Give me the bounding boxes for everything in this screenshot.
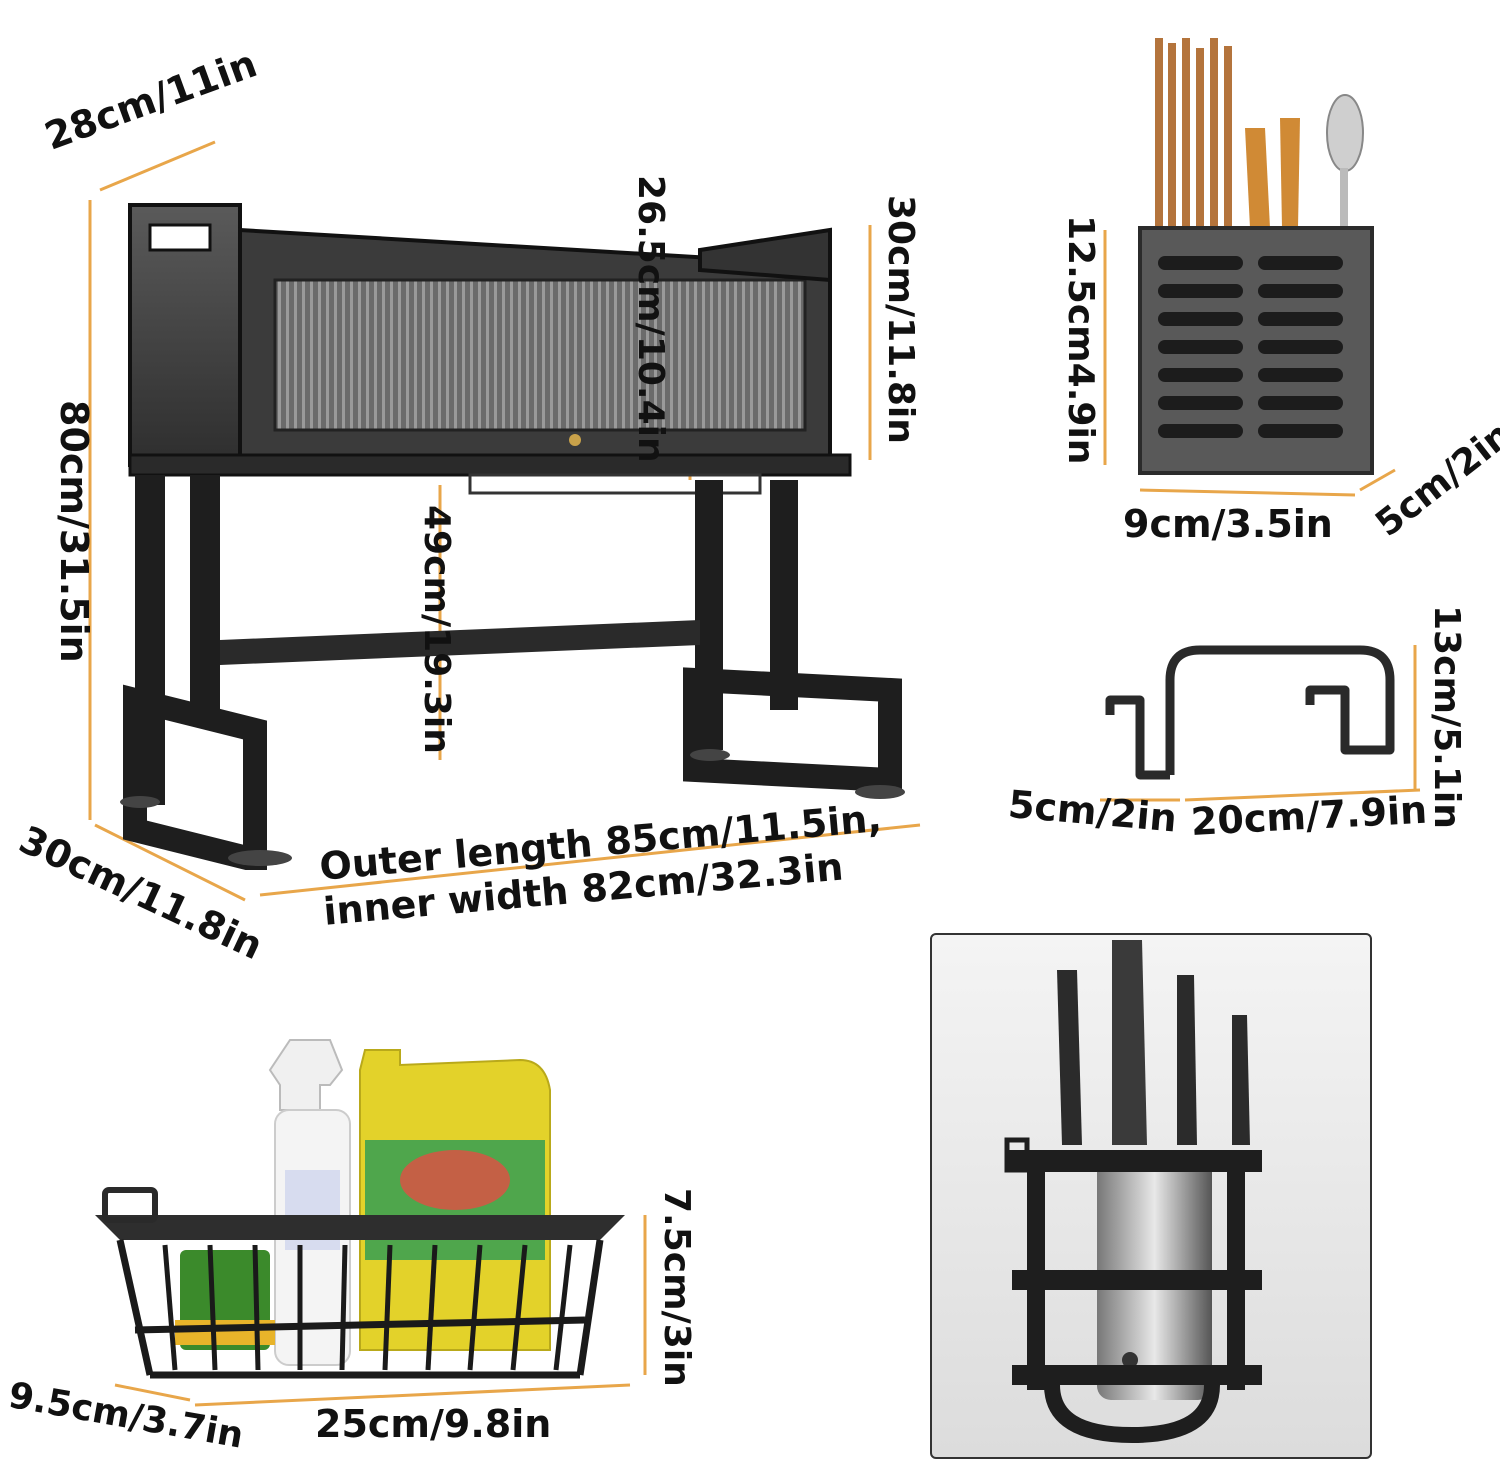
rack-cabinet-height-label: 30cm/11.8in: [880, 195, 921, 444]
basket-icon: [95, 1039, 625, 1379]
rack-clearance-label: 49cm/19.3in: [416, 505, 457, 754]
basket-height-label: 7.5cm/3in: [656, 1188, 697, 1387]
knife-holder-icon: [1004, 940, 1262, 1444]
rack-total-height-label: 80cm/31.5in: [52, 400, 96, 663]
hook-icon: [1105, 645, 1395, 780]
hook-width-label: 20cm/7.9in: [1189, 787, 1429, 844]
utensil-holder-icon: [1138, 38, 1374, 475]
utensil-height-label: 12.5cm4.9in: [1060, 215, 1101, 465]
basket-width-label: 25cm/9.8in: [315, 1402, 552, 1446]
dish-rack-icon: [120, 203, 905, 870]
hook-height-label: 13cm/5.1in: [1426, 605, 1467, 829]
knife-holder-panel: [930, 933, 1372, 1459]
utensil-width-label: 9cm/3.5in: [1123, 502, 1333, 546]
rack-inner-height-label: 26.5cm/10.4in: [630, 175, 671, 463]
